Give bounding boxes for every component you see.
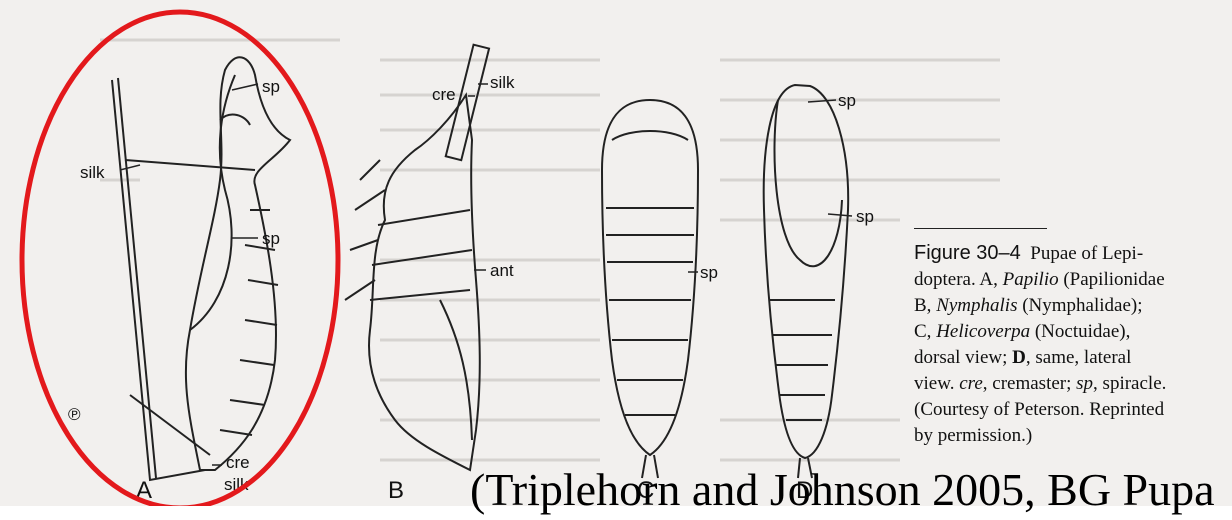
label-b-silk: silk [490,73,515,92]
label-c-spiracle: sp [700,263,718,282]
caption-rule [914,228,1047,229]
label-d-spiracle-mid: sp [856,207,874,226]
caption-text: (Papilionidae [1059,269,1165,290]
caption-text: , same, lateral [1026,347,1132,368]
caption-text: (Nymphalidae); [1017,295,1142,316]
caption-line-7: (Courtesy of Peterson. Reprinted [914,397,1232,423]
corner-copyright-mark: ℗ [68,405,81,424]
caption-genus: Helicoverpa [936,321,1030,342]
caption-text: , spiracle. [1093,373,1166,394]
caption-text: B, [914,295,936,316]
caption-text: view. [914,373,959,394]
caption-line-8: by permission.) [914,423,1232,449]
pupa-a-drawing [112,57,290,480]
caption-abbrev: cre [959,373,983,394]
caption-line-1: Figure 30–4 Pupae of Lepi- [914,240,1232,267]
caption-text: (Noctuidae), [1030,321,1130,342]
background-text-lines [100,40,1000,460]
caption-line-5: dorsal view; D, same, lateral [914,345,1232,371]
caption-text: dorsal view; [914,347,1012,368]
citation-text: (Triplehorn and Johnson 2005, BG Pupa [470,460,1215,520]
caption-genus: Nymphalis [936,295,1017,316]
caption-line-3: B, Nymphalis (Nymphalidae); [914,293,1232,319]
caption-panel-ref: D [1012,347,1026,368]
label-a-silk-left: silk [80,163,105,182]
caption-line-4: C, Helicoverpa (Noctuidae), [914,319,1232,345]
label-d-spiracle-top: sp [838,91,856,110]
figure-caption: Figure 30–4 Pupae of Lepi- doptera. A, P… [914,240,1232,449]
label-a-cremaster: cre [226,453,250,472]
caption-text: , cremaster; [983,373,1076,394]
caption-text: C, [914,321,936,342]
figure-number: Figure 30–4 [914,242,1021,264]
caption-line-6: view. cre, cremaster; sp, spiracle. [914,371,1232,397]
label-a-spiracle-top: sp [262,77,280,96]
caption-text: Pupae of Lepi- [1030,243,1143,264]
caption-text: doptera. A, [914,269,1003,290]
pupa-b-drawing [345,45,489,470]
pupa-c-drawing [602,100,698,478]
label-a-spiracle-mid: sp [262,229,280,248]
panel-label-b: B [388,477,404,504]
caption-genus: Papilio [1003,269,1059,290]
label-b-cremaster: cre [432,85,456,104]
caption-line-2: doptera. A, Papilio (Papilionidae [914,267,1232,293]
caption-abbrev: sp [1076,373,1093,394]
label-b-antenna: ant [490,261,514,280]
